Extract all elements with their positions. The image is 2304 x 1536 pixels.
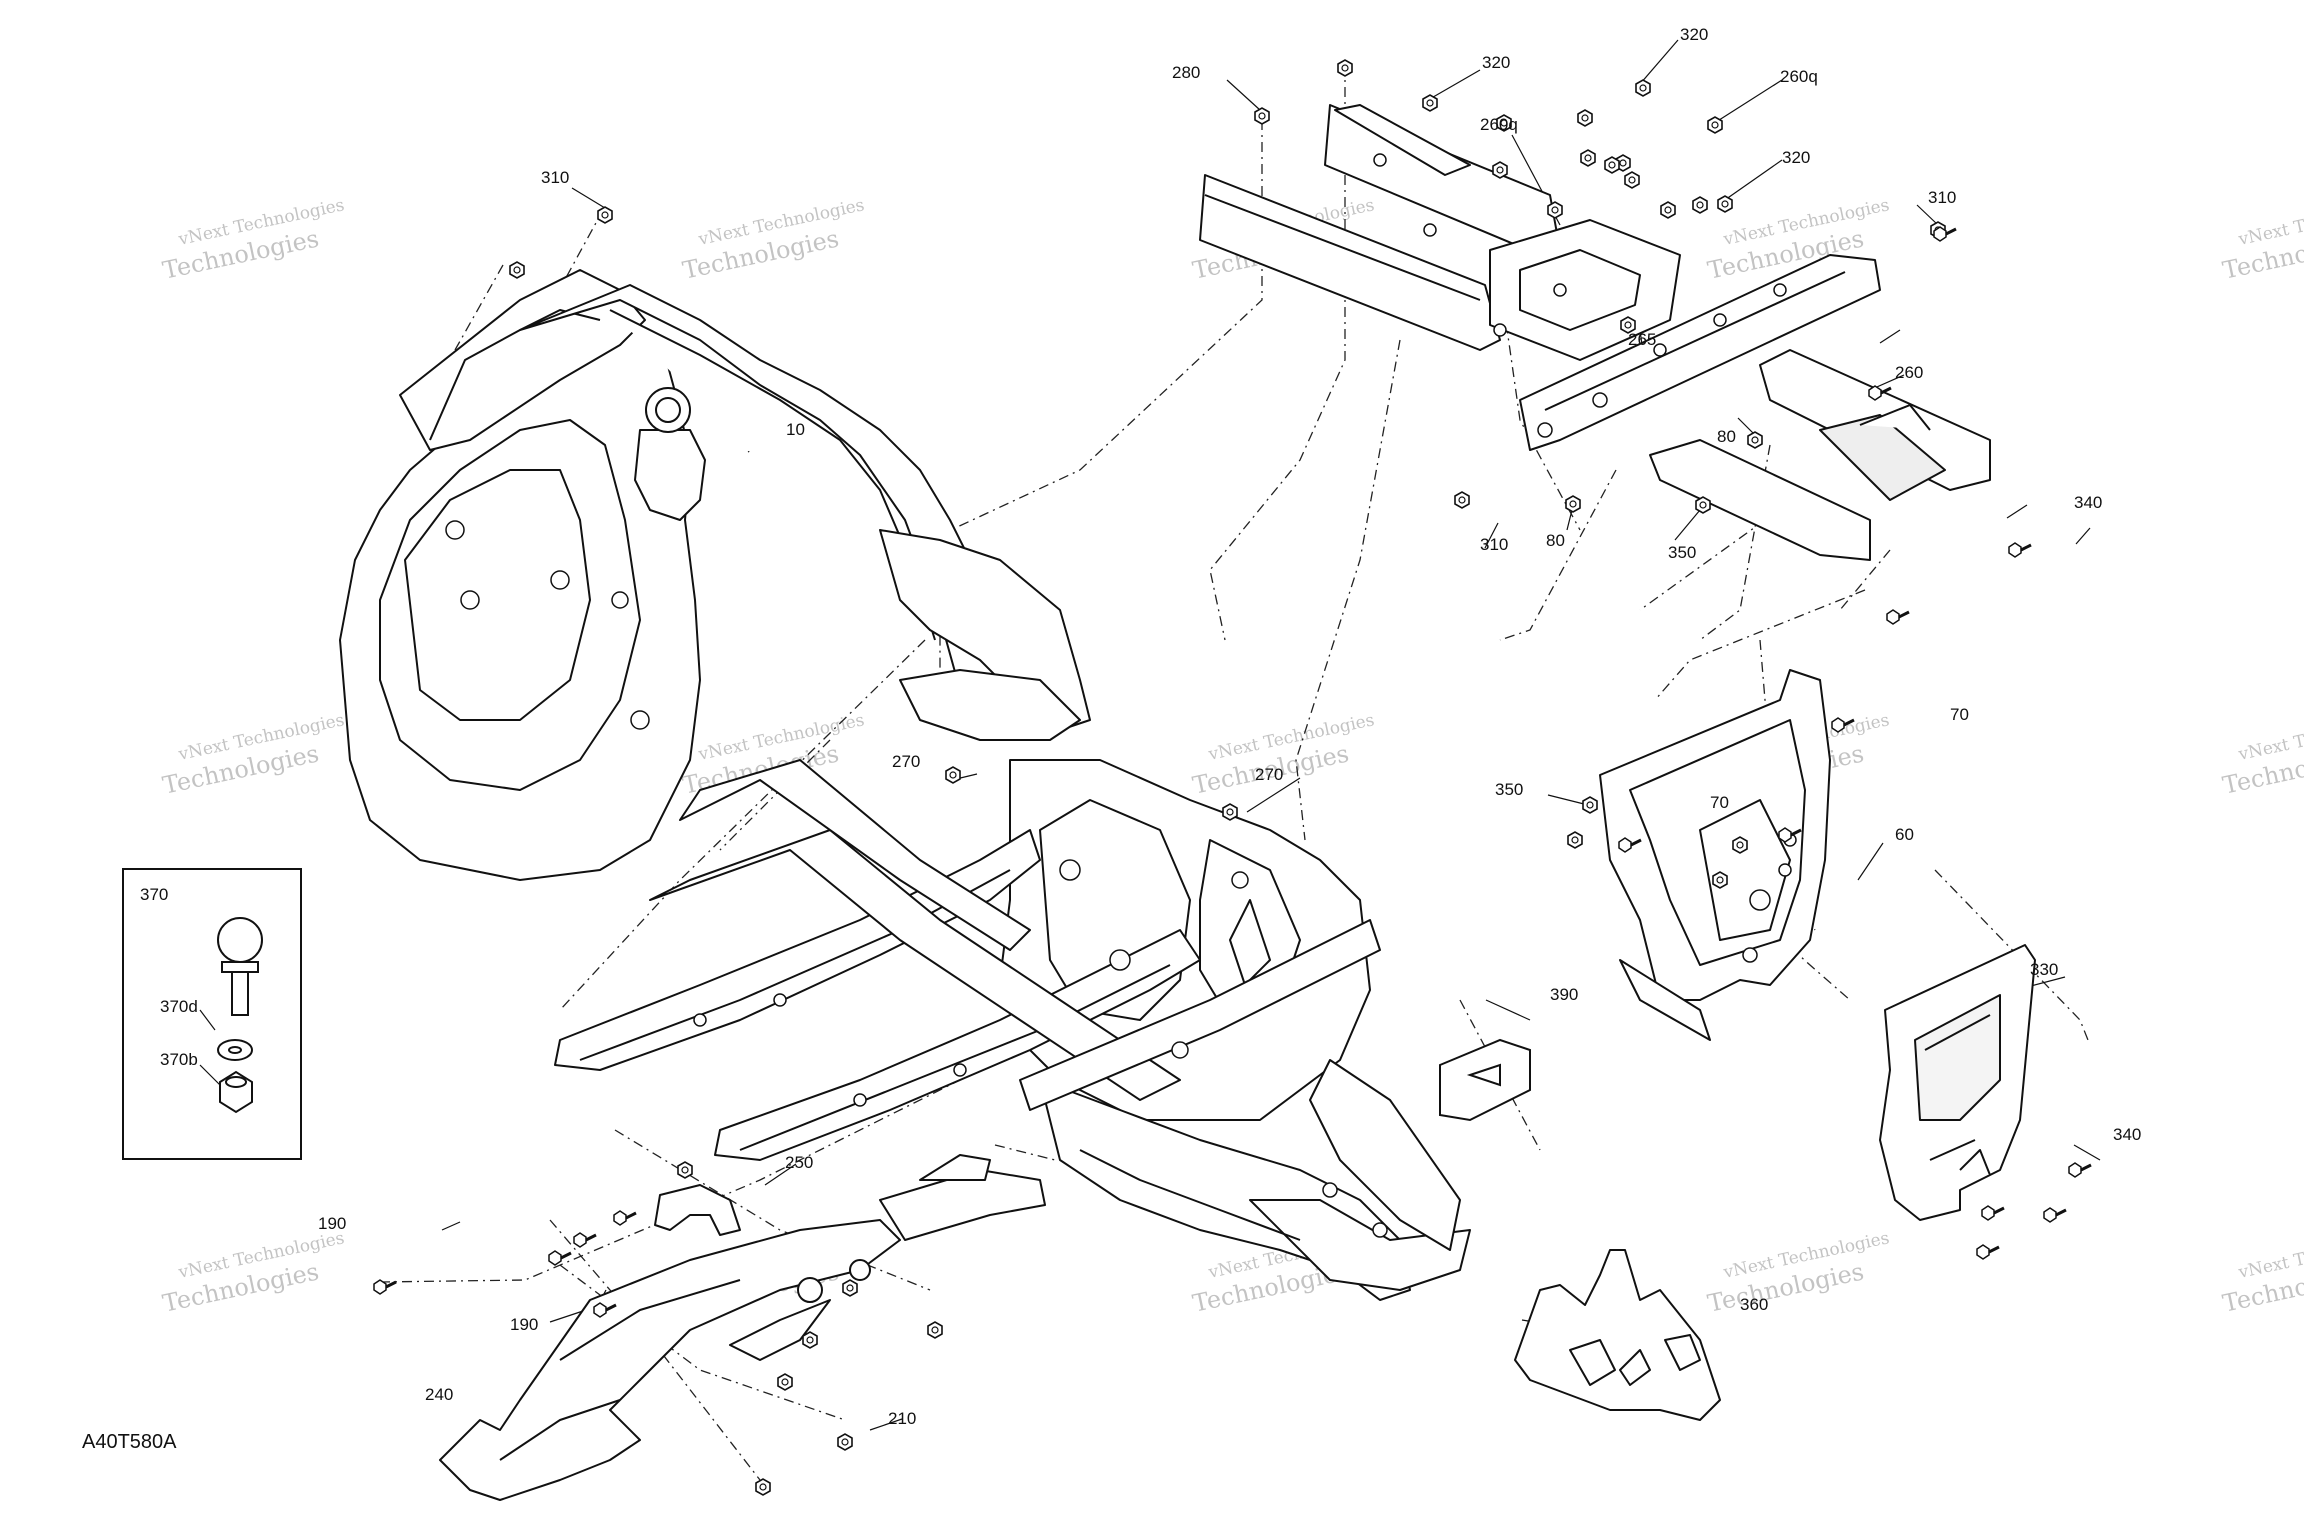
callout-265: 265	[1628, 330, 1656, 349]
callout-190: 190	[510, 1315, 538, 1334]
watermark: vNext Technologies Technologies	[2220, 710, 2304, 800]
callout-labels: 10 60 70 70 80 80 190 190 210 240 250 26…	[318, 25, 2141, 1428]
watermark: vNext Technologies Technologies	[1705, 1228, 1891, 1318]
main-frame-10	[339, 269, 1471, 1301]
lower-arm-240	[439, 1154, 1046, 1501]
callout-80: 80	[1717, 427, 1736, 446]
inset-label-370d: 370d	[160, 997, 198, 1016]
subframe-upper-rail	[1324, 104, 1561, 256]
watermark: vNext Technologies Technologies	[2220, 1228, 2304, 1318]
skid-plate-330	[1879, 944, 2036, 1221]
front-bracket-60	[1599, 669, 1831, 1041]
callout-270: 270	[892, 752, 920, 771]
callout-330: 330	[2030, 960, 2058, 979]
subframe-side-arm-a	[1649, 439, 1871, 561]
frame-lower-rail-right	[714, 929, 1201, 1161]
callout-70: 70	[1950, 705, 1969, 724]
inset-370: 370 370d 370b	[122, 868, 302, 1160]
watermark: vNext Technologies Technologies	[1190, 710, 1376, 800]
nut-icon	[219, 1070, 253, 1114]
rear-subframe-260	[1199, 104, 1991, 561]
callout-190: 190	[318, 1214, 346, 1233]
watermark: vNext Technologies Technologies	[160, 195, 346, 285]
callout-70: 70	[1710, 793, 1729, 812]
drawing-code: A40T580A	[82, 1431, 177, 1453]
washer-icon	[217, 1039, 253, 1061]
frame-front-crossbar	[1019, 919, 1381, 1111]
hitch-ball-icon	[217, 917, 263, 1016]
part-390-plate	[1439, 1038, 1531, 1122]
subframe-long-rail	[1199, 174, 1501, 351]
inset-title: 370	[140, 885, 168, 904]
watermark: vNext Technologies Technologies	[160, 1228, 346, 1318]
callout-10: 10	[786, 420, 805, 439]
callout-250: 250	[785, 1153, 813, 1172]
frame-shock-mount	[634, 429, 706, 521]
callout-270: 270	[1255, 765, 1283, 784]
callout-260: 260	[1895, 363, 1923, 382]
watermark: vNext Technologies Technologies	[160, 710, 346, 800]
bracket-250	[654, 1184, 741, 1236]
callout-390: 390	[1550, 985, 1578, 1004]
callout-260q: 260q	[1780, 67, 1818, 86]
callout-350: 350	[1495, 780, 1523, 799]
callout-240: 240	[425, 1385, 453, 1404]
subframe-cross-upper	[1334, 104, 1471, 176]
frame-cross-member	[649, 829, 1181, 1101]
subframe-rear-beam	[1519, 254, 1881, 451]
callout-80: 80	[1546, 531, 1565, 550]
part-360-bracket	[1514, 1249, 1721, 1421]
callout-320: 320	[1680, 25, 1708, 44]
callout-260q: 260q	[1480, 115, 1518, 134]
inset-label-370b: 370b	[160, 1050, 198, 1069]
watermark: vNext Technologies Technologies	[680, 195, 866, 285]
callout-210: 210	[888, 1409, 916, 1428]
watermark: vNext Technologies Technologies	[2220, 195, 2304, 285]
callout-280: 280	[1172, 63, 1200, 82]
callout-340: 340	[2113, 1125, 2141, 1144]
frame-lower-rail-left	[554, 829, 1041, 1071]
callout-310: 310	[1480, 535, 1508, 554]
callout-360: 360	[1740, 1295, 1768, 1314]
callout-320: 320	[1482, 53, 1510, 72]
callout-310: 310	[1928, 188, 1956, 207]
callout-60: 60	[1895, 825, 1914, 844]
callout-340: 340	[2074, 493, 2102, 512]
callout-350: 350	[1668, 543, 1696, 562]
callout-310: 310	[541, 168, 569, 187]
callout-320: 320	[1782, 148, 1810, 167]
